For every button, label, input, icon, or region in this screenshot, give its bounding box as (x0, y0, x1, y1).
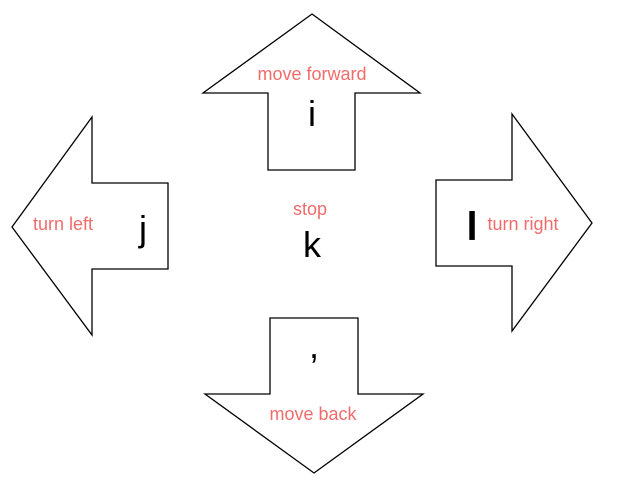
left-action-label: turn left (33, 214, 93, 234)
forward-action-label: move forward (257, 64, 366, 84)
stop-key: k (303, 224, 322, 265)
right-key: l (466, 205, 477, 249)
back-action-label: move back (269, 404, 357, 424)
right-action-label: turn right (487, 214, 558, 234)
forward-arrow: move forward i (200, 13, 422, 171)
left-arrow-shape (11, 115, 169, 337)
right-arrow: l turn right (435, 112, 593, 333)
forward-key: i (308, 93, 316, 134)
back-arrow-shape (202, 317, 426, 474)
left-key: j (138, 208, 147, 249)
back-arrow: , move back (202, 317, 426, 474)
stop-center: stop k (293, 199, 327, 265)
right-arrow-shape (435, 112, 593, 333)
left-arrow: turn left j (11, 115, 169, 337)
forward-arrow-shape (200, 13, 422, 171)
stop-action-label: stop (293, 199, 327, 219)
back-key: , (309, 325, 319, 366)
